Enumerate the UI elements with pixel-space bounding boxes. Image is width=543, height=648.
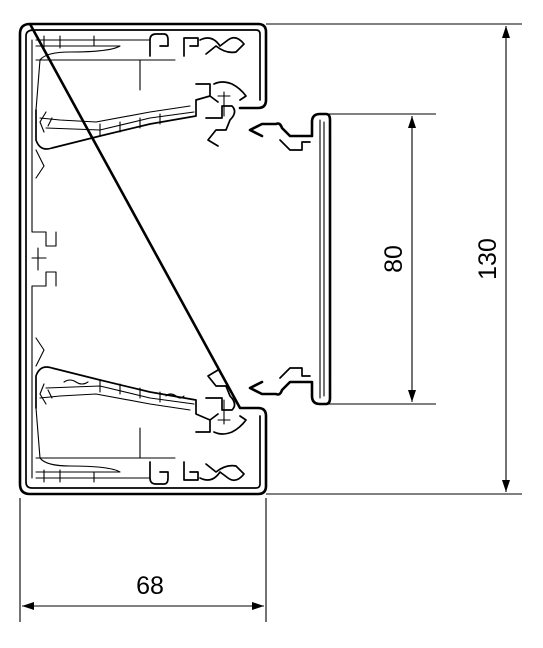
trunking-cover [248, 112, 332, 406]
bottom-clip-spring [199, 463, 245, 482]
cover-inner-line [319, 119, 325, 399]
dimension-width-label: 68 [136, 572, 164, 600]
top-chamber-rib [35, 39, 151, 111]
base-back-groove [31, 247, 47, 271]
top-hook-b [183, 37, 199, 57]
bottom-chamber-rib [35, 407, 151, 479]
upper-latch [195, 81, 247, 147]
trunking-profile [18, 22, 332, 496]
base-back-channel [31, 39, 57, 479]
dimension-total-height: 130 [266, 23, 522, 495]
dimension-inner-height-label: 80 [380, 245, 408, 273]
dimension-width: 68 [19, 498, 267, 622]
top-clip-spring [199, 36, 245, 55]
base-inner-wall [25, 29, 261, 489]
dimension-inner-height: 80 [326, 113, 436, 405]
dimension-total-height-label: 130 [474, 238, 502, 280]
cover-upper-grip [279, 139, 311, 151]
base-outer-wall [18, 22, 268, 496]
cover-lower-grip [279, 367, 311, 379]
lower-divider-arm [35, 366, 219, 421]
upper-divider-arm [35, 95, 219, 150]
bottom-hook-b [183, 461, 199, 481]
lower-latch [195, 369, 247, 435]
top-hook-a [149, 33, 169, 57]
bottom-hook-a [149, 461, 169, 485]
